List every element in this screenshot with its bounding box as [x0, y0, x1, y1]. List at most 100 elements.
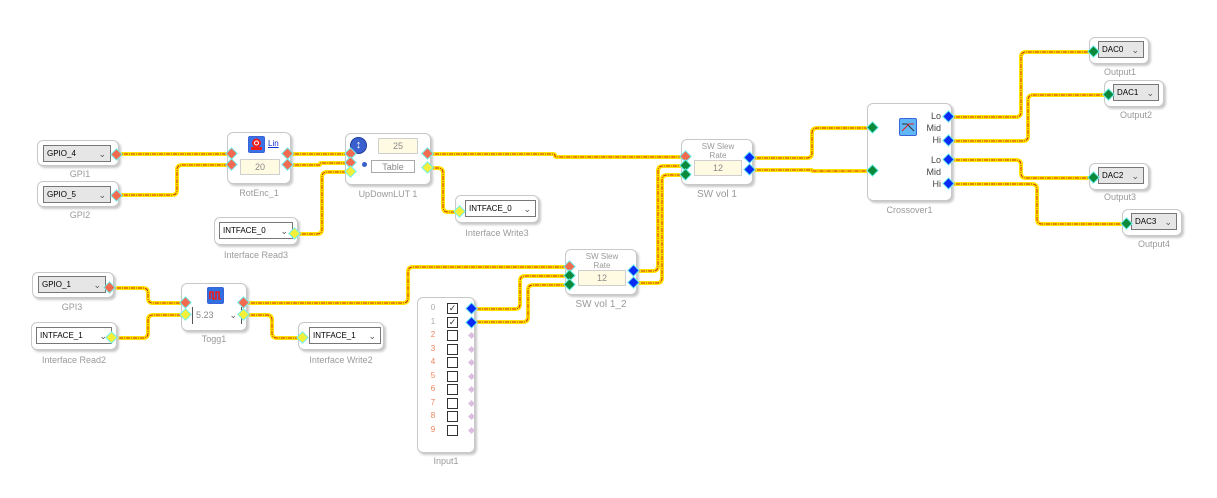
input1-output-port[interactable] — [466, 317, 477, 327]
interface-read3-value: INTFACE_0 — [223, 226, 266, 235]
input1-checkbox[interactable]: ✓ — [447, 303, 458, 314]
interface-write2-block[interactable]: INTFACE_1 ⌄ — [298, 322, 384, 350]
gpi3-select[interactable]: GPIO_1 ⌄ — [38, 276, 106, 293]
toggle-block[interactable]: 5.23 ⌄ — [181, 283, 247, 331]
crossover-block[interactable]: Lo Mid Hi Lo Mid Hi — [867, 103, 952, 201]
input1-checkbox[interactable]: ✓ — [447, 316, 458, 328]
output4-select[interactable]: DAC3 ⌄ — [1131, 213, 1177, 230]
square-wave-icon — [207, 287, 224, 304]
gpi2-block[interactable]: GPIO_5 ⌄ — [37, 181, 119, 207]
output3-select[interactable]: DAC2 ⌄ — [1098, 167, 1144, 184]
wire-gpi3-toggle[interactable] — [110, 286, 186, 305]
swvol1-value[interactable]: 12 — [694, 160, 742, 176]
gpi2-select[interactable]: GPIO_5 ⌄ — [43, 186, 111, 203]
input1-output-port[interactable] — [467, 345, 476, 353]
wire-xover-out4[interactable] — [949, 182, 1127, 226]
input1-checkbox[interactable] — [447, 397, 458, 409]
input1-checkbox[interactable] — [447, 384, 458, 395]
chevron-down-icon: ⌄ — [1131, 171, 1139, 181]
input1-output-port[interactable] — [467, 358, 476, 367]
interface-read2-value: INTFACE_1 — [40, 331, 83, 340]
table-button[interactable]: Table — [371, 160, 415, 173]
toggle-select[interactable]: 5.23 ⌄ — [192, 307, 242, 324]
input1-output-port[interactable] — [467, 331, 476, 340]
output1-select[interactable]: DAC0 ⌄ — [1098, 41, 1144, 58]
wire-xover-out2[interactable] — [949, 93, 1109, 143]
wire-xover-out1[interactable] — [949, 50, 1094, 119]
chevron-down-icon: ⌄ — [1131, 45, 1139, 55]
output2-block[interactable]: DAC1 ⌄ — [1104, 80, 1164, 107]
output4-value: DAC3 — [1135, 217, 1157, 226]
chevron-down-icon: ⌄ — [523, 204, 531, 214]
interface-write3-select[interactable]: INTFACE_0 ⌄ — [465, 200, 536, 217]
input1-checkbox[interactable] — [447, 411, 458, 422]
toggle-value: 5.23 — [196, 310, 214, 320]
chevron-down-icon: ⌄ — [280, 226, 288, 236]
input1-row-label: 0 — [430, 303, 436, 312]
input1-output-port[interactable] — [467, 399, 476, 407]
rotenc-value[interactable]: 20 — [240, 159, 280, 175]
wire-swvol12-swvol1-b[interactable] — [634, 173, 686, 285]
gpi3-caption: GPI3 — [61, 302, 83, 312]
wire-gpi2-rotenc[interactable] — [117, 163, 232, 197]
interface-read3-select[interactable]: INTFACE_0 ⌄ — [219, 222, 293, 239]
gpi1-block[interactable]: GPIO_4 ⌄ — [37, 140, 119, 166]
chevron-down-icon: ⌄ — [99, 331, 107, 341]
chevron-down-icon: ⌄ — [229, 310, 237, 320]
interface-read2-block[interactable]: INTFACE_1 ⌄ — [31, 322, 117, 350]
wire-input1-swvol12[interactable] — [470, 283, 570, 324]
swvol1-2-block[interactable]: SW Slew Rate 12 — [565, 249, 637, 295]
wire-swvol1-crossover-2[interactable] — [750, 168, 873, 173]
wire-read3-lut[interactable] — [295, 170, 351, 236]
wire-toggle-swvol12[interactable] — [244, 265, 570, 305]
interface-write2-value: INTFACE_1 — [313, 331, 356, 340]
chevron-down-icon: ⌄ — [1146, 88, 1154, 98]
input1-checkbox[interactable] — [447, 370, 458, 382]
wire-input0-swvol12[interactable] — [470, 274, 570, 311]
input1-output-port[interactable] — [467, 412, 476, 421]
wire-xover-out3[interactable] — [949, 158, 1094, 180]
input1-output-port[interactable] — [467, 372, 476, 380]
interface-write2-select[interactable]: INTFACE_1 ⌄ — [309, 327, 381, 344]
swvol1-block[interactable]: SW Slew Rate 12 — [681, 139, 753, 185]
input1-checkbox[interactable] — [447, 330, 458, 341]
interface-read2-select[interactable]: INTFACE_1 ⌄ — [36, 327, 112, 344]
rotenc-mode-link[interactable]: Lin — [268, 139, 279, 148]
crossover-out-a-hi: Hi — [932, 135, 942, 145]
updownlut-block[interactable]: ↕ 25 Table — [345, 133, 431, 185]
wire-swvol12-swvol1-a[interactable] — [634, 164, 686, 273]
rotenc-block[interactable]: Lin 20 — [227, 132, 291, 184]
output1-block[interactable]: DAC0 ⌄ — [1089, 37, 1149, 64]
gpi1-select[interactable]: GPIO_4 ⌄ — [43, 145, 111, 162]
rotary-encoder-icon — [248, 136, 265, 153]
output4-caption: Output4 — [1137, 239, 1171, 249]
wire-lut-swvol1[interactable] — [428, 152, 686, 159]
swvol1-title: SW Slew Rate — [701, 142, 735, 160]
crossover-out-b-mid: Mid — [926, 167, 941, 177]
wire-swvol1-crossover-1[interactable] — [750, 126, 873, 160]
swvol1-2-value[interactable]: 12 — [578, 270, 626, 286]
output4-block[interactable]: DAC3 ⌄ — [1122, 209, 1182, 236]
output2-select[interactable]: DAC1 ⌄ — [1113, 84, 1159, 101]
wire-read2-toggle[interactable] — [112, 313, 186, 340]
input1-output-port[interactable] — [466, 303, 477, 314]
input1-checkbox[interactable] — [447, 424, 458, 436]
gpi3-block[interactable]: GPIO_1 ⌄ — [32, 272, 114, 298]
wire-lut-write3[interactable] — [428, 166, 460, 214]
interface-write3-value: INTFACE_0 — [469, 204, 512, 213]
wire-rotenc-lut-2[interactable] — [288, 161, 351, 167]
updownlut-value[interactable]: 25 — [378, 138, 418, 154]
input1-output-port[interactable] — [467, 426, 476, 434]
input1-checkbox[interactable] — [447, 343, 458, 355]
input1-output-port[interactable] — [467, 385, 476, 394]
input1-checkbox[interactable] — [447, 357, 458, 368]
wire-toggle-write2[interactable] — [244, 313, 303, 340]
input1-row-label: 2 — [430, 330, 436, 339]
output3-block[interactable]: DAC2 ⌄ — [1089, 163, 1149, 190]
interface-write3-block[interactable]: INTFACE_0 ⌄ — [455, 195, 539, 223]
crossover-out-a-mid: Mid — [926, 123, 941, 133]
rotenc-caption: RotEnc_1 — [239, 188, 279, 198]
interface-read3-block[interactable]: INTFACE_0 ⌄ — [214, 217, 298, 245]
output3-caption: Output3 — [1103, 192, 1137, 202]
